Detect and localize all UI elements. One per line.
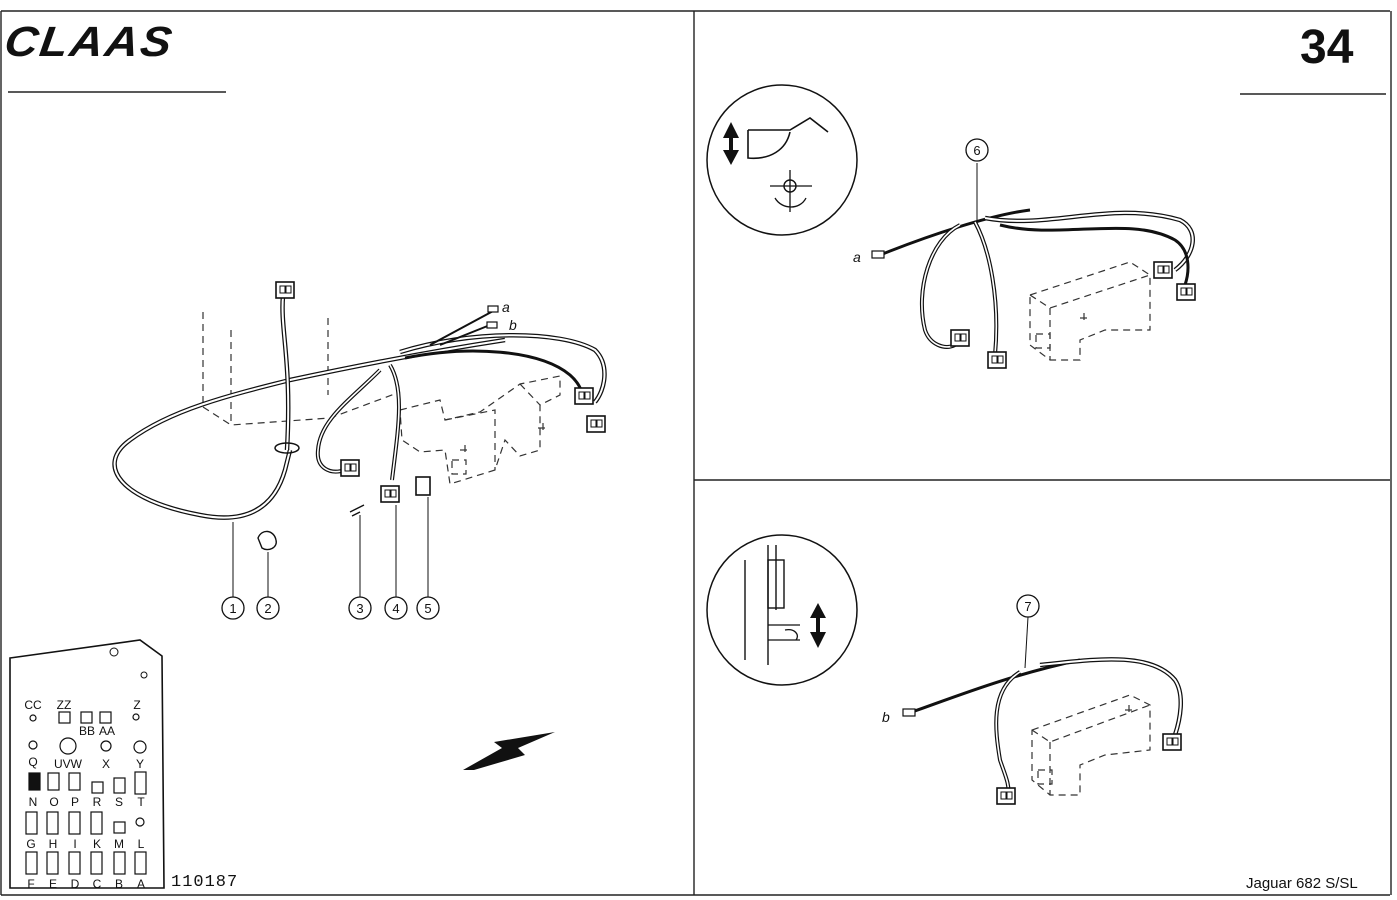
svg-text:N: N [29, 795, 38, 809]
upper-right-view: 6 a [706, 84, 1196, 369]
svg-text:6: 6 [973, 143, 980, 158]
svg-text:UVW: UVW [54, 757, 83, 771]
svg-text:CC: CC [24, 698, 42, 712]
direction-arrow-icon [463, 732, 555, 770]
svg-text:A: A [137, 877, 145, 891]
svg-text:3: 3 [356, 601, 363, 616]
svg-text:T: T [137, 795, 145, 809]
housing-outline [1031, 694, 1151, 796]
callout-1: 1 [221, 596, 245, 620]
callout-7: 7 [1016, 594, 1040, 618]
housing-outline [1029, 261, 1151, 361]
connector-icon [902, 708, 1182, 805]
connector-label-b: b [882, 709, 890, 725]
svg-text:Q: Q [28, 755, 37, 769]
svg-text:S: S [115, 795, 123, 809]
svg-text:G: G [26, 837, 35, 851]
svg-text:R: R [93, 795, 102, 809]
svg-text:M: M [114, 837, 124, 851]
connector-label-a: a [502, 299, 510, 315]
callout-6: 6 [965, 138, 989, 162]
housing-outline [202, 312, 561, 485]
fuse-panel: CC ZZ BB AA Z Q UVW X Y N O P R S T G H … [9, 639, 165, 891]
wiring-harness-icon [112, 295, 607, 520]
movement-arrow-icon [723, 122, 739, 165]
svg-text:Z: Z [133, 698, 140, 712]
svg-text:O: O [49, 795, 58, 809]
svg-text:Y: Y [136, 757, 144, 771]
callout-3: 3 [348, 596, 372, 620]
svg-text:K: K [93, 837, 101, 851]
wiring-harness-icon [879, 163, 1195, 356]
callout-2: 2 [256, 596, 280, 620]
svg-text:D: D [71, 877, 80, 891]
svg-text:AA: AA [99, 724, 115, 738]
svg-text:E: E [49, 877, 57, 891]
page-frame [0, 10, 1392, 896]
callouts: 1 2 3 4 5 [221, 596, 440, 620]
connector-icon [275, 281, 606, 503]
detail-circle-upper [706, 84, 858, 236]
svg-text:2: 2 [264, 601, 271, 616]
svg-text:7: 7 [1024, 599, 1031, 614]
svg-text:B: B [115, 877, 123, 891]
svg-text:X: X [102, 757, 110, 771]
connector-label-b: b [509, 317, 517, 333]
connector-icon [871, 250, 1196, 369]
callout-4: 4 [384, 596, 408, 620]
svg-text:C: C [93, 877, 102, 891]
connector-label-a: a [853, 249, 861, 265]
svg-text:F: F [27, 877, 34, 891]
clip-part [257, 476, 431, 551]
wiring-harness-icon [911, 616, 1183, 796]
svg-text:BB: BB [79, 724, 95, 738]
model-designation: Jaguar 682 S/SL [1246, 875, 1358, 892]
callout-5: 5 [416, 596, 440, 620]
page-number: 34 [1300, 21, 1354, 74]
svg-text:5: 5 [424, 601, 431, 616]
lower-right-view: 7 b [706, 534, 1183, 805]
svg-text:H: H [49, 837, 58, 851]
svg-text:L: L [138, 837, 145, 851]
movement-arrow-icon [810, 603, 826, 648]
svg-text:P: P [71, 795, 79, 809]
leader-lines [232, 497, 429, 597]
svg-text:1: 1 [229, 601, 236, 616]
svg-text:I: I [73, 837, 76, 851]
drawing-number: 110187 [171, 873, 239, 892]
svg-text:4: 4 [392, 601, 399, 616]
svg-text:ZZ: ZZ [57, 698, 72, 712]
main-view: 1 2 3 4 5 a b [112, 281, 607, 770]
detail-circle-lower [706, 534, 858, 686]
